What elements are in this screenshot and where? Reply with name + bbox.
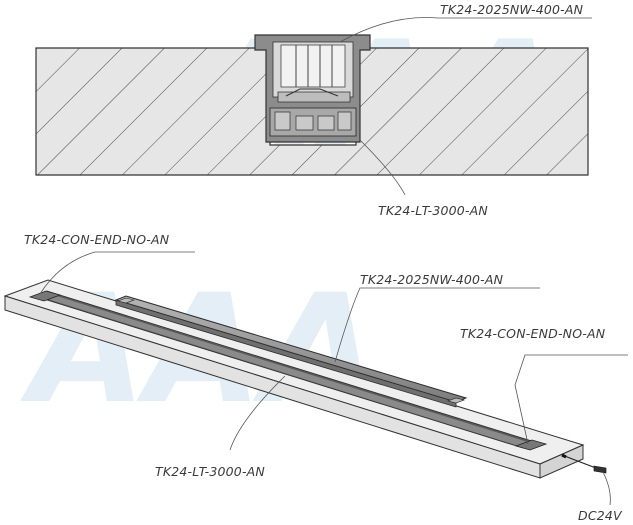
label-top-profile: TK24-2025NW-400-AN [440, 2, 584, 17]
leader-endcap-right [514, 354, 628, 445]
label-tape-long: TK24-LT-3000-AN [155, 464, 265, 479]
label-power: DC24V [578, 508, 622, 523]
label-profile-long: TK24-2025NW-400-AN [360, 272, 504, 287]
assembly-view [3, 251, 628, 506]
label-endcap-left: TK24-CON-END-NO-AN [24, 232, 170, 247]
leader-top-tape [359, 139, 406, 196]
leader-tape-long [229, 375, 286, 451]
cross-section [35, 17, 592, 196]
leader-power [602, 471, 611, 506]
leader-endcap-left [39, 251, 195, 295]
label-top-tape: TK24-LT-3000-AN [378, 203, 488, 218]
board-front [4, 295, 541, 479]
leader-profile-long [334, 287, 540, 363]
label-endcap-right: TK24-CON-END-NO-AN [460, 326, 606, 341]
leader-top-profile [339, 17, 592, 43]
endcap-right [514, 439, 548, 451]
